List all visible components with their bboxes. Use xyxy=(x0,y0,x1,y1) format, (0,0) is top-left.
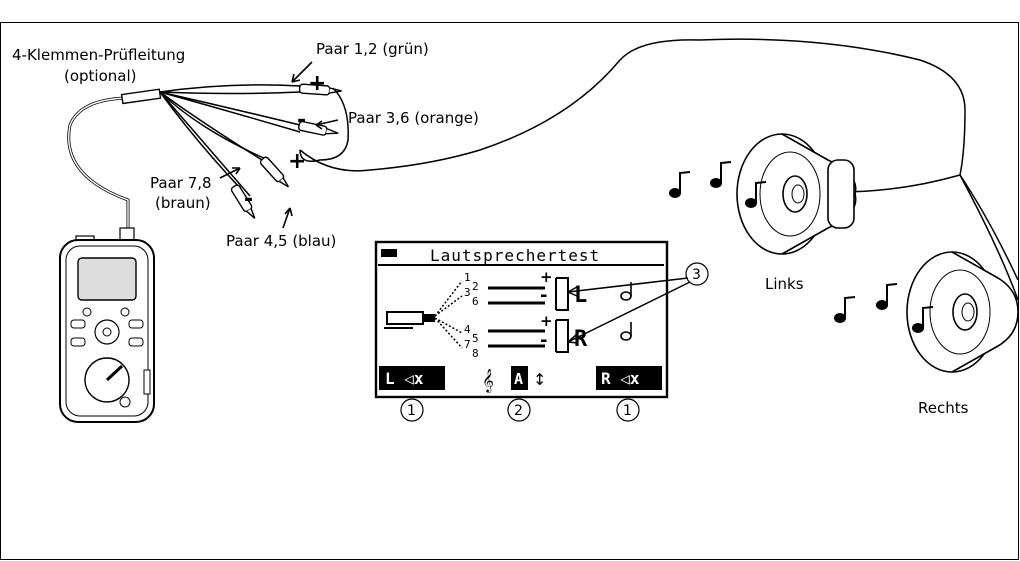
lcd-pair-4: 4 xyxy=(464,323,471,336)
lcd-plug-icon xyxy=(386,311,424,325)
label-pair-36: Paar 3,6 (orange) xyxy=(348,109,479,127)
lcd-plus-left: + xyxy=(540,268,553,286)
label-pair-78-line1: Paar 7,8 xyxy=(150,174,212,192)
lcd-pair-6: 6 xyxy=(472,295,479,308)
updown-icon: ↕ xyxy=(533,370,546,389)
softkey-mid[interactable] xyxy=(511,366,528,390)
softkey-mid-label: A xyxy=(514,370,523,388)
polarity-minus-78: - xyxy=(244,187,253,212)
callout-2: 2 xyxy=(514,403,523,419)
label-test-lead-line2: (optional) xyxy=(64,67,137,85)
lcd-title: Lautsprechertest xyxy=(430,246,600,265)
figure-frame xyxy=(0,22,1019,560)
label-links: Links xyxy=(765,275,804,293)
softkey-left[interactable] xyxy=(379,366,445,390)
polarity-plus-45: + xyxy=(288,149,306,174)
callout-3-leaders xyxy=(567,277,691,344)
battery-icon xyxy=(381,249,397,257)
callout-group xyxy=(400,262,709,422)
polarity-plus-12: + xyxy=(308,71,326,96)
tester-device-icon xyxy=(59,227,155,423)
lcd-pair-2: 2 xyxy=(472,280,479,293)
softkey-left-label: L ◁x xyxy=(385,369,424,388)
lcd-pair-8: 8 xyxy=(472,347,479,360)
lcd-minus-left: - xyxy=(540,285,547,306)
label-test-lead-line1: 4-Klemmen-Prüfleitung xyxy=(12,46,185,64)
callout-3: 3 xyxy=(692,267,701,283)
callout-1-right: 1 xyxy=(623,403,632,419)
lcd-channel-left: L xyxy=(574,283,587,308)
lcd-pair-1: 1 xyxy=(464,271,471,284)
clef-icon: 𝄞 xyxy=(482,368,494,393)
test-lead-cable xyxy=(67,90,161,232)
arrow-icon xyxy=(219,61,339,229)
speaker-cable xyxy=(299,38,1019,281)
polarity-minus-36: - xyxy=(297,108,306,133)
lcd-plus-right: + xyxy=(540,312,553,330)
label-rechts: Rechts xyxy=(918,399,969,417)
speaker-icon xyxy=(736,133,1019,373)
label-pair-45: Paar 4,5 (blau) xyxy=(226,232,336,250)
softkey-right[interactable] xyxy=(596,366,662,390)
lcd-screen: Lautsprechertest 1 2 3 6 4 5 7 8 + - + - xyxy=(374,240,669,399)
lcd-channel-right: R xyxy=(574,327,588,352)
lcd-pair-3: 3 xyxy=(464,286,471,299)
cable-sleeve xyxy=(120,88,162,105)
lcd-pair-5: 5 xyxy=(472,332,479,345)
label-pair-12: Paar 1,2 (grün) xyxy=(316,40,429,58)
callout-1-left: 1 xyxy=(407,403,416,419)
softkey-right-label: R ◁x xyxy=(601,369,640,388)
split-wires xyxy=(159,84,301,197)
lcd-pair-7: 7 xyxy=(464,338,471,351)
lcd-minus-right: - xyxy=(540,330,547,351)
label-pair-78-line2: (braun) xyxy=(155,194,211,212)
music-note-icon xyxy=(669,161,934,333)
